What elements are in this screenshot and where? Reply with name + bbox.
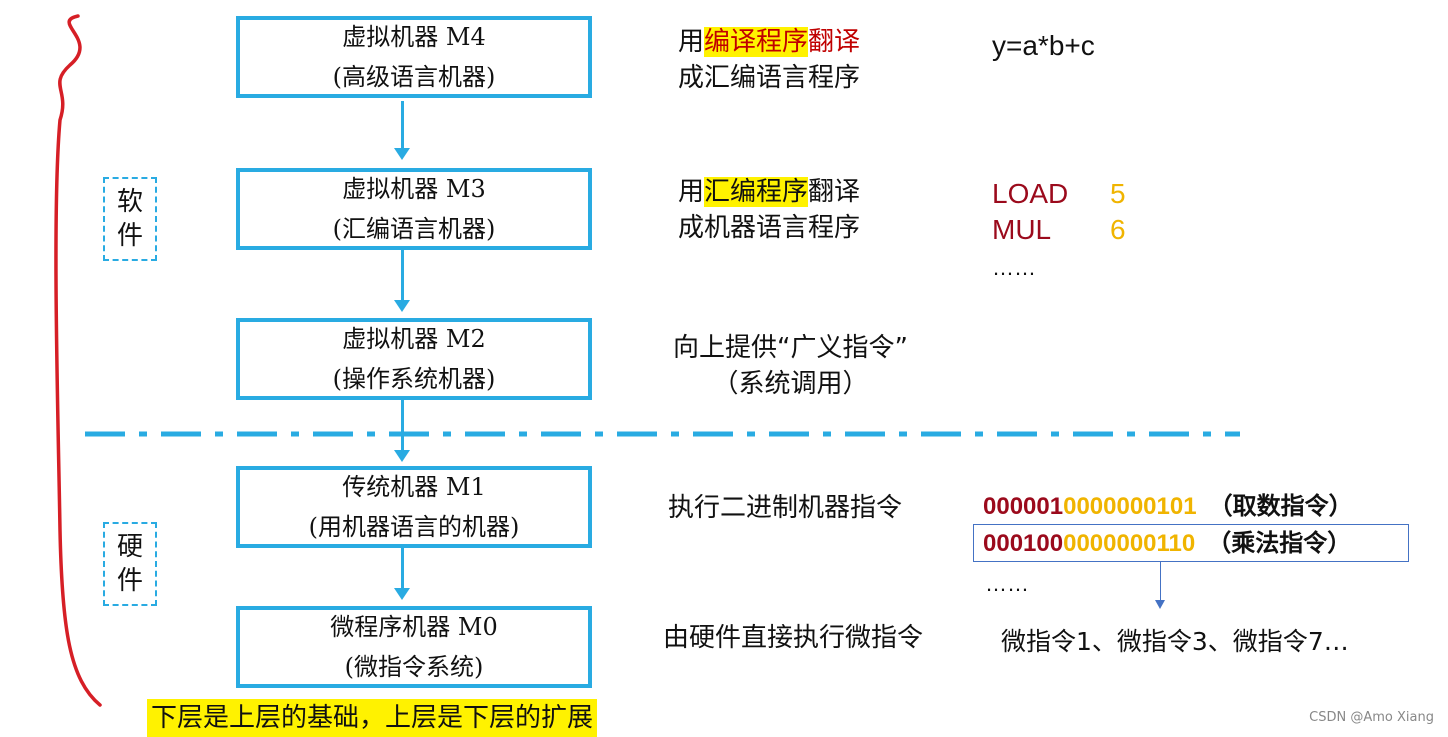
software-label-char-1: 软 (116, 187, 143, 217)
m2-description: 向上提供“广义指令” （系统调用） (673, 330, 908, 402)
machine-m4-title: 虚拟机器 M4 (342, 23, 486, 51)
m0-description-line1: 由硬件直接执行微指令 (663, 623, 924, 653)
connector-m3-m2 (401, 250, 404, 305)
machine-m4-subtitle: (高级语言机器) (332, 63, 496, 91)
m3-desc-highlight: 汇编程序 (704, 177, 809, 207)
machine-m2-box: 虚拟机器 M2 (操作系统机器) (236, 318, 592, 400)
machine-m1-box: 传统机器 M1 (用机器语言的机器) (236, 466, 592, 548)
micro-pointer-line (1160, 562, 1161, 602)
hardware-label: 硬 件 (103, 522, 157, 606)
watermark: CSDN @Amo Xiang (1309, 710, 1434, 725)
m4-description-line1: 用编译程序翻译 (678, 24, 860, 60)
micro-instructions: 微指令1、微指令3、微指令7… (1001, 627, 1349, 656)
machine-m1-subtitle: (用机器语言的机器) (308, 513, 520, 541)
asm-line-load: LOAD 5 (992, 176, 1126, 212)
machine-m3-box: 虚拟机器 M3 (汇编语言机器) (236, 168, 592, 250)
asm-more: …… (992, 255, 1036, 280)
binary-more: …… (985, 571, 1029, 596)
arrowhead-m3 (394, 148, 410, 160)
machine-m3-title: 虚拟机器 M3 (342, 175, 486, 203)
micro-pointer-arrowhead (1155, 600, 1165, 609)
m3-desc-prefix: 用 (678, 177, 705, 207)
m4-desc-red: 翻译 (808, 27, 861, 57)
machine-m4-box: 虚拟机器 M4 (高级语言机器) (236, 16, 592, 98)
hardware-label-char-2: 件 (116, 566, 143, 596)
arrowhead-m2 (394, 300, 410, 312)
m2-description-line1: 向上提供“广义指令” (673, 333, 908, 363)
binary-line-mul: 0001000000000110 （乘法指令） (983, 527, 1351, 560)
hardware-label-char-1: 硬 (116, 532, 143, 562)
connector-m4-m3 (401, 101, 404, 153)
m1-description-line1: 执行二进制机器指令 (668, 493, 903, 523)
binary-addr-mul: 0000000110 (1063, 530, 1196, 557)
m0-description: 由硬件直接执行微指令 (663, 620, 923, 656)
machine-m0-subtitle: (微指令系统) (344, 653, 484, 681)
arrowhead-m0 (394, 588, 410, 600)
asm-op-mul: MUL (992, 214, 1052, 245)
software-hardware-divider (85, 431, 1240, 437)
binary-note-mul: （乘法指令） (1207, 529, 1352, 557)
m4-desc-prefix: 用 (678, 27, 705, 57)
m4-description-line2: 成汇编语言程序 (678, 63, 861, 93)
m4-description: 用编译程序翻译 成汇编语言程序 (678, 24, 860, 96)
binary-line-load: 0000010000000101 （取数指令） (983, 490, 1353, 523)
arrowhead-m1 (394, 450, 410, 462)
asm-line-mul: MUL 6 (992, 212, 1126, 248)
connector-m2-m1 (401, 400, 404, 455)
software-hardware-brace (54, 14, 102, 707)
m3-description-line2: 成机器语言程序 (678, 213, 861, 243)
machine-m0-box: 微程序机器 M0 (微指令系统) (236, 606, 592, 688)
binary-addr-load: 0000000101 (1063, 493, 1197, 520)
high-level-example: y=a*b+c (992, 30, 1095, 61)
binary-mul-highlight-box (973, 524, 1409, 562)
machine-m2-subtitle: (操作系统机器) (332, 365, 496, 393)
binary-opcode-mul: 000100 (983, 530, 1064, 557)
binary-note-load: （取数指令） (1208, 492, 1353, 520)
m2-description-line2: （系统调用） (712, 369, 869, 399)
m3-description: 用汇编程序翻译 成机器语言程序 (678, 174, 860, 246)
m3-desc-suffix: 翻译 (808, 177, 861, 207)
connector-m1-m0 (401, 548, 404, 593)
machine-m3-subtitle: (汇编语言机器) (332, 215, 496, 243)
m3-description-line1: 用汇编程序翻译 (678, 174, 860, 210)
asm-arg-mul: 6 (1110, 214, 1126, 245)
software-label: 软 件 (103, 177, 157, 261)
m4-desc-highlight: 编译程序 (704, 27, 809, 57)
asm-arg-load: 5 (1110, 178, 1126, 209)
machine-m0-title: 微程序机器 M0 (330, 613, 498, 641)
machine-m2-title: 虚拟机器 M2 (342, 325, 486, 353)
footer-note: 下层是上层的基础，上层是下层的扩展 (147, 699, 598, 737)
software-label-char-2: 件 (116, 221, 143, 251)
m1-description: 执行二进制机器指令 (668, 490, 902, 526)
binary-opcode-load: 000001 (983, 493, 1064, 520)
machine-m1-title: 传统机器 M1 (342, 473, 486, 501)
asm-op-load: LOAD (992, 178, 1069, 209)
